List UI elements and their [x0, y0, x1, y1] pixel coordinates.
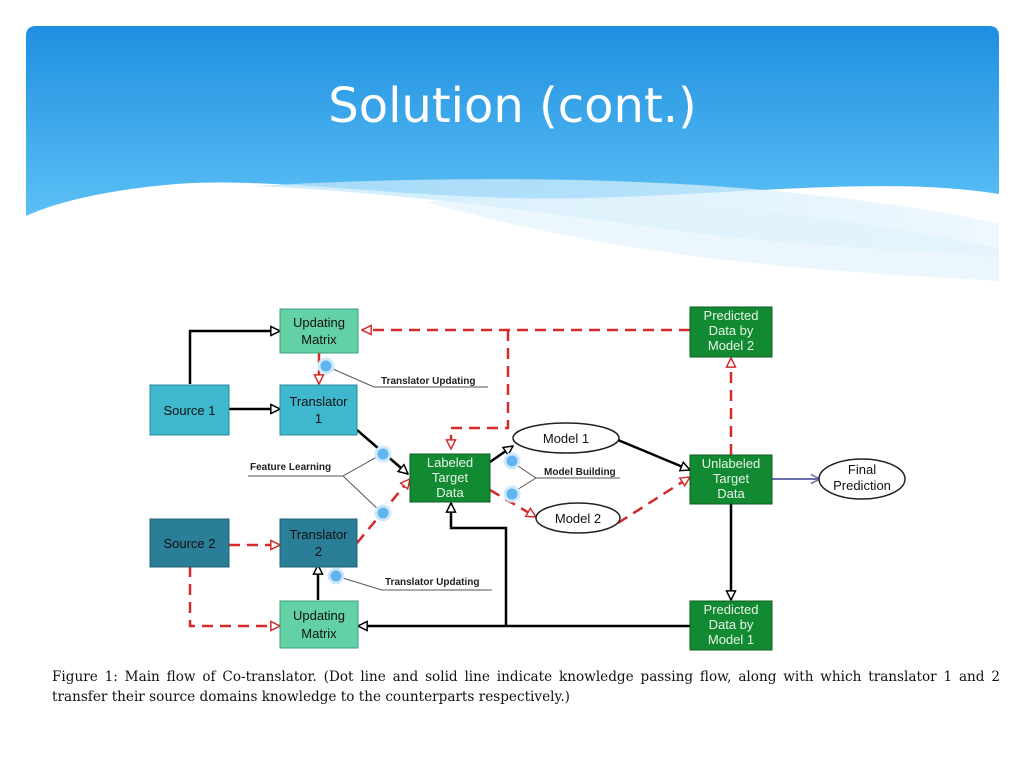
svg-text:Labeled: Labeled — [427, 455, 473, 470]
header-wave-background — [26, 26, 999, 281]
svg-text:Model 1: Model 1 — [543, 431, 589, 446]
svg-text:Model 1: Model 1 — [708, 632, 754, 647]
svg-text:2: 2 — [315, 544, 322, 559]
svg-text:Predicted: Predicted — [704, 308, 759, 323]
label-feature-learning: Feature Learning — [250, 462, 331, 473]
svg-text:Matrix: Matrix — [301, 332, 337, 347]
svg-text:Data by: Data by — [709, 617, 754, 632]
node-updating-matrix-top: Updating Matrix — [279, 308, 359, 354]
svg-text:Model 2: Model 2 — [708, 338, 754, 353]
edge-source1-to-updating-matrix — [188, 331, 280, 384]
svg-text:Data: Data — [436, 485, 464, 500]
edge-labeled-to-model2 — [489, 488, 536, 519]
svg-text:Final: Final — [848, 462, 876, 477]
callout-line-translator-updating-top — [325, 365, 488, 388]
svg-text:1: 1 — [315, 411, 322, 426]
slide-header — [26, 26, 999, 286]
slide-title: Solution (cont.) — [328, 78, 697, 134]
label-model-building: Model Building — [544, 467, 616, 478]
svg-text:Data: Data — [717, 486, 745, 501]
label-translator-updating-bottom: Translator Updating — [385, 577, 479, 588]
node-source1: Source 1 — [149, 384, 230, 436]
node-translator2: Translator 2 — [279, 518, 358, 568]
blue-dot — [374, 445, 392, 463]
knowledge-dots — [317, 357, 521, 585]
blue-dot — [503, 485, 521, 503]
blue-dot — [503, 452, 521, 470]
svg-text:Translator: Translator — [289, 394, 348, 409]
svg-text:Prediction: Prediction — [833, 478, 891, 493]
edge-labeled-to-model1 — [489, 444, 513, 464]
svg-text:Matrix: Matrix — [301, 626, 337, 641]
svg-text:Data by: Data by — [709, 323, 754, 338]
node-unlabeled-target-data: Unlabeled Target Data — [689, 454, 773, 505]
svg-text:Target: Target — [713, 471, 750, 486]
svg-text:Source 1: Source 1 — [163, 403, 215, 418]
blue-dot — [374, 504, 392, 522]
node-labeled-target-data: Labeled Target Data — [409, 453, 491, 503]
callout-line-translator-updating-bottom — [335, 575, 492, 591]
svg-text:Target: Target — [432, 470, 469, 485]
svg-text:Updating: Updating — [293, 315, 345, 330]
node-model2: Model 2 — [535, 502, 621, 534]
svg-text:Updating: Updating — [293, 608, 345, 623]
node-model1: Model 1 — [512, 422, 620, 454]
svg-text:Model 2: Model 2 — [555, 511, 601, 526]
edge-predicted2-to-labeled — [451, 330, 510, 449]
node-source2: Source 2 — [149, 518, 230, 568]
label-translator-updating-top: Translator Updating — [381, 376, 475, 387]
node-predicted-data-model2: Predicted Data by Model 2 — [689, 306, 773, 358]
node-translator1: Translator 1 — [279, 384, 358, 436]
blue-dot — [317, 357, 335, 375]
blue-dot — [327, 567, 345, 585]
svg-text:Predicted: Predicted — [704, 602, 759, 617]
edge-model1-to-unlabeled — [617, 438, 690, 470]
edge-predicted1-to-labeled — [451, 503, 508, 626]
edge-source2-to-updating-matrix — [188, 566, 280, 626]
node-updating-matrix-bottom: Updating Matrix — [279, 600, 359, 649]
svg-text:Source 2: Source 2 — [163, 536, 215, 551]
figure-caption: Figure 1: Main flow of Co-translator. (D… — [52, 669, 1000, 705]
callout-line-feature-learning-2 — [342, 475, 383, 514]
node-predicted-data-model1: Predicted Data by Model 1 — [689, 600, 773, 651]
svg-text:Translator: Translator — [289, 527, 348, 542]
node-final-prediction: Final Prediction — [818, 458, 906, 500]
edge-model2-to-unlabeled — [617, 475, 690, 525]
svg-text:Unlabeled: Unlabeled — [702, 456, 761, 471]
